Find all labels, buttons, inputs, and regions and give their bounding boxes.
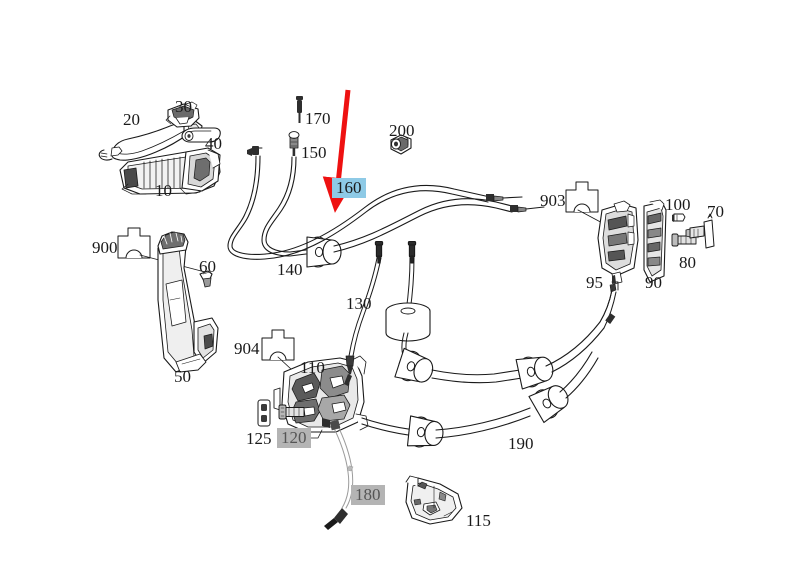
red-annotation-arrow	[322, 89, 355, 213]
part-90-95-lock-module	[597, 199, 667, 291]
label-115: 115	[466, 511, 491, 530]
label-150: 150	[301, 143, 327, 162]
part-60-screw	[199, 270, 213, 288]
part-50-lock-pillar-trim	[157, 231, 219, 373]
part-200-grommet	[390, 134, 412, 155]
part-130-inner-release-cable	[344, 240, 384, 386]
part-110-door-lock-assembly	[273, 355, 369, 439]
callout-marker-903	[565, 181, 609, 227]
label-130: 130	[346, 294, 372, 313]
label-120-highlighted: 120	[277, 428, 311, 448]
label-10: 10	[155, 181, 172, 200]
part-170-cable-sleeve	[296, 96, 303, 123]
label-900: 900	[92, 238, 118, 257]
label-70: 70	[707, 202, 724, 221]
cable-95-connector	[599, 289, 613, 323]
part-120-mounting-screw	[278, 404, 305, 420]
label-125: 125	[246, 429, 272, 448]
label-200: 200	[389, 121, 415, 140]
label-190: 190	[508, 434, 534, 453]
label-110: 110	[300, 358, 325, 377]
label-180-highlighted: 180	[351, 485, 385, 505]
part-30-handle-bracket	[165, 101, 200, 128]
part-10-door-handle-carrier	[119, 147, 221, 195]
label-90: 90	[645, 273, 662, 292]
label-140: 140	[277, 260, 303, 279]
label-170: 170	[305, 109, 331, 128]
label-160-highlighted: 160	[332, 178, 366, 198]
label-100: 100	[665, 195, 691, 214]
label-904: 904	[234, 339, 260, 358]
label-903: 903	[540, 191, 566, 210]
part-100-clip	[672, 213, 686, 222]
label-20: 20	[123, 110, 140, 129]
label-80: 80	[679, 253, 696, 272]
part-115-lock-housing-bracket	[405, 475, 463, 525]
cable-run-mid-vertical	[385, 240, 617, 390]
part-180-lock-cylinder-cable	[322, 418, 354, 530]
part-125-retainer-plate	[257, 399, 271, 427]
part-40-handle-cover-cap	[181, 127, 221, 143]
part-190-bowden-cable-lower	[361, 351, 599, 450]
part-70-striker-bracket	[685, 213, 715, 249]
part-160-bowden-cable-highlighted	[227, 146, 523, 260]
part-150-cable-end-fitting	[288, 131, 300, 156]
label-40: 40	[205, 134, 222, 153]
label-60: 60	[199, 257, 216, 276]
part-140-bowden-cable-long	[261, 156, 545, 268]
label-50: 50	[174, 367, 191, 386]
label-30: 30	[175, 97, 192, 116]
label-95: 95	[586, 273, 603, 292]
